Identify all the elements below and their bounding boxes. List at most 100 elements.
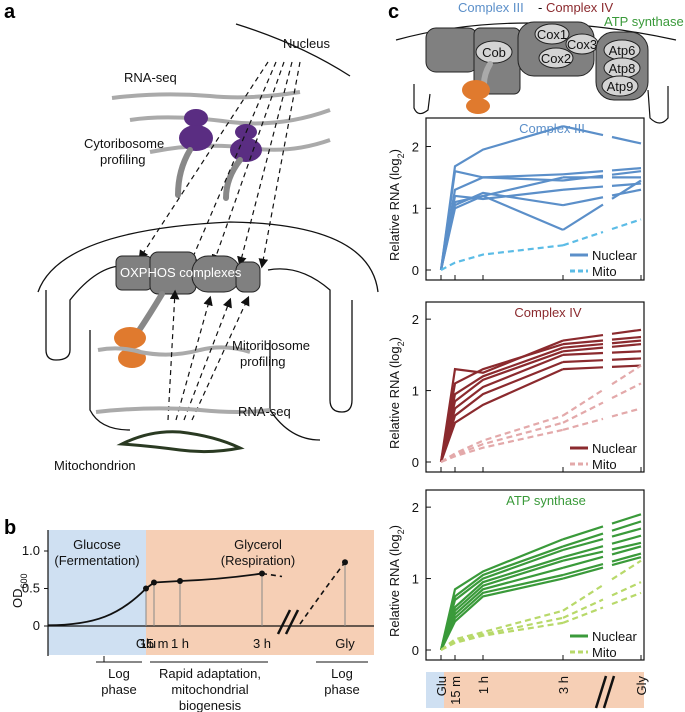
rna-line-nuclear [562, 545, 642, 569]
schematic-membrane-left [413, 84, 431, 115]
rna-ylabel: Relative RNA (log2) [387, 149, 406, 261]
cox1-subunit [534, 23, 570, 45]
legend-nuclear-label: Nuclear [592, 441, 637, 456]
oxphos-complexes [115, 251, 261, 295]
rna-line-nuclear [439, 368, 564, 463]
od-ytick-label: 0.5 [22, 581, 40, 596]
rna-line-nuclear [439, 350, 564, 463]
rna-line-nuclear [439, 194, 564, 271]
rna-line-nuclear [562, 534, 642, 559]
mito-outer-membrane [37, 221, 379, 293]
od-xtick-label: 1 h [171, 636, 189, 651]
rnaseq-top-label: RNA-seq [124, 70, 177, 85]
od-axis-break [284, 609, 300, 635]
title-dash: - [538, 0, 542, 15]
rna-line-mito [562, 581, 642, 619]
schematic-mitoribosome-top [462, 80, 490, 100]
rna-line-nuclear [562, 556, 642, 580]
rna-xtick-label: Glu [434, 676, 449, 696]
glucose-label-2: (Fermentation) [54, 553, 139, 568]
rna-line-mito [562, 218, 642, 247]
rna-line-nuclear [439, 548, 564, 651]
panel-a: a Nucleus RNA-seq Cytoribosome profiling [4, 1, 379, 473]
glucose-label-1: Glucose [73, 537, 121, 552]
rna-ytick-label: 0 [412, 263, 419, 278]
legend-mito-label: Mito [592, 264, 617, 279]
atp9-subunit [601, 75, 639, 97]
cox2-subunit [538, 47, 574, 69]
panel-c-letter: c [388, 1, 399, 23]
rna-line-nuclear [562, 350, 642, 356]
od-curve-glycerol [261, 561, 346, 625]
rna-strand-top [111, 90, 301, 100]
nuclear-arrows [138, 61, 301, 269]
cob-subunit [475, 40, 513, 64]
cytoribosome-label-2: profiling [100, 152, 146, 167]
mito-inner-membrane-right [267, 268, 353, 413]
rna-line-mito [440, 428, 564, 464]
rna-strand-mid [129, 108, 331, 126]
mitoribosome [114, 291, 165, 368]
glycerol-label-1: Glycerol [234, 537, 282, 552]
cytoribosome-2 [223, 124, 262, 201]
cytoribosome-1 [175, 109, 213, 198]
glycerol-region [146, 530, 374, 655]
od-point-Glu [143, 585, 149, 592]
rna-line-nuclear [562, 167, 642, 176]
rna-line-nuclear [439, 559, 564, 651]
od-point-3h [259, 570, 265, 577]
rna-ylabel: Relative RNA (log2) [387, 525, 406, 637]
od-xtick-label: Gly [335, 636, 355, 651]
legend-mito-label: Mito [592, 457, 617, 472]
od-point-1h [177, 578, 183, 584]
rna-xtick-label: 1 h [476, 676, 491, 694]
rna-line-mito [440, 621, 564, 651]
rna-line-nuclear [562, 541, 642, 562]
glucose-region [48, 530, 146, 655]
phase-log2-label-a: Log [331, 666, 353, 681]
rna-ytick-label: 0 [412, 643, 419, 658]
rna-line-mito [440, 421, 564, 463]
title-complex3: Complex III [458, 0, 524, 15]
rna-line-nuclear [562, 125, 642, 145]
legend-mito-label: Mito [592, 645, 617, 660]
mtdna-loop [116, 430, 245, 454]
rna-line-nuclear [562, 335, 642, 346]
od-point-15m [151, 579, 157, 586]
rna-chart-frame [425, 117, 645, 281]
rna-ytick-label: 0 [412, 455, 419, 470]
rna-line-nuclear [562, 527, 642, 552]
od-ytick-label: 1.0 [22, 543, 40, 558]
od-point-Gly [342, 559, 348, 566]
legend-nuclear-label: Nuclear [592, 629, 637, 644]
subunit-label-cob: Cob [482, 45, 506, 60]
rna-line-nuclear [562, 552, 642, 577]
phase-log1-label-b: phase [101, 682, 136, 697]
rna-xtick-label: 15 m [448, 676, 463, 705]
rna-line-nuclear [562, 179, 642, 231]
mito-crista-right [269, 340, 321, 441]
rna-line-nuclear [562, 328, 642, 342]
rna-line-mito [440, 244, 564, 271]
mito-arrows [167, 289, 250, 421]
mitoribosome-label-2: profiling [240, 354, 286, 369]
od-ylabel: OD600 [10, 573, 29, 608]
rna-chart-title: Complex IV [514, 305, 582, 320]
title-complex4: Complex IV [546, 0, 614, 15]
cytoribosome-label-1: Cytoribosome [84, 136, 164, 151]
rna-ytick-label: 1 [412, 572, 419, 587]
rna-line-nuclear [562, 343, 642, 353]
panel-a-letter: a [4, 1, 16, 23]
rna-chart-title: ATP synthase [506, 493, 586, 508]
rna-ytick-label: 2 [412, 500, 419, 515]
rna-line-nuclear [562, 357, 642, 364]
schematic-membrane-right [647, 86, 669, 124]
od-xtick-label: 15 m [140, 636, 169, 651]
od-curve-glucose [47, 587, 147, 627]
rna-line-mito [562, 591, 642, 624]
rna-line-mito [562, 364, 642, 417]
